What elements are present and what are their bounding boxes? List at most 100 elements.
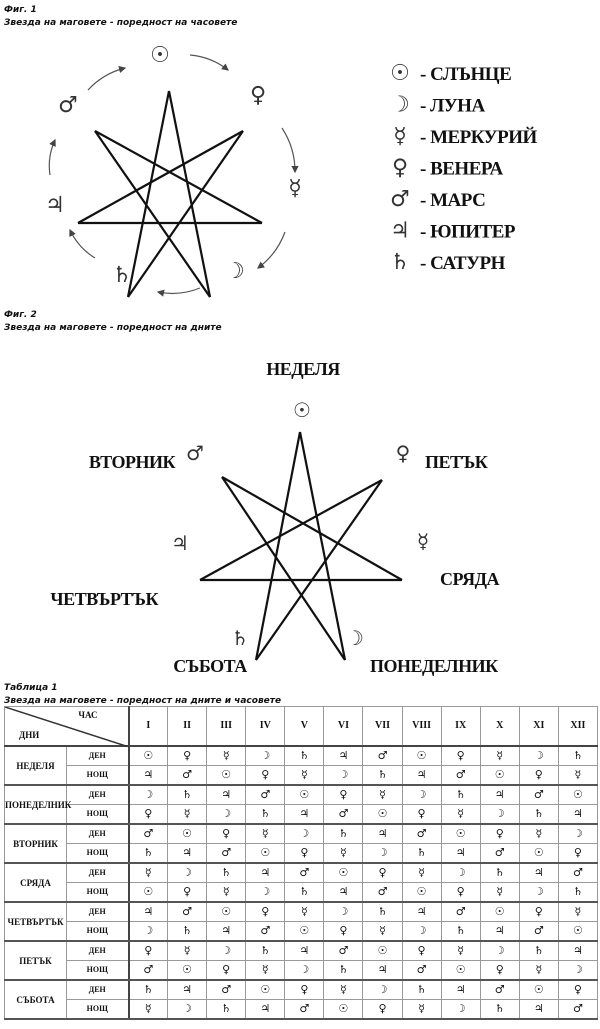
planet-hour-cell: ♂ xyxy=(127,823,169,844)
planet-hour-cell: ♄ xyxy=(557,882,599,903)
planet-hour-cell: ♃ xyxy=(167,843,208,864)
planet-hour-cell: ☉ xyxy=(362,940,403,961)
table-row: НОЩ♂☉♀☿☽♄♃♂☉♀☿☽ xyxy=(5,960,599,981)
planet-hour-cell: ♃ xyxy=(557,804,599,825)
hour-header: V xyxy=(284,706,325,747)
day-planet-icon: ☽ xyxy=(346,626,364,650)
planet-hour-cell: ♃ xyxy=(245,999,286,1020)
planet-hour-cell: ♂ xyxy=(362,745,403,766)
planet-hour-cell: ☉ xyxy=(557,921,599,942)
planet-hour-cell: ♄ xyxy=(284,745,325,766)
table-row: НОЩ☉♀☿☽♄♃♂☉♀☿☽♄ xyxy=(5,882,599,903)
planet-hour-cell: ♃ xyxy=(127,765,169,786)
planet-hour-cell: ☽ xyxy=(284,823,325,844)
planet-symbol-icon: ☉ xyxy=(150,43,170,68)
planet-hour-cell: ♃ xyxy=(557,940,599,961)
day-planet-icon: ♄ xyxy=(231,626,249,650)
day-label-cell: ДЕН xyxy=(66,862,130,883)
table-row: НОЩ♀☿☽♄♃♂☉♀☿☽♄♃ xyxy=(5,804,599,825)
planet-hour-cell: ☉ xyxy=(479,765,520,786)
planet-hour-cell: ☉ xyxy=(167,960,208,981)
planet-hour-cell: ☽ xyxy=(245,882,286,903)
planet-hour-cell: ☉ xyxy=(284,784,325,805)
star-line xyxy=(221,476,346,661)
planet-hour-cell: ♂ xyxy=(284,999,325,1020)
planet-hour-cell: ☿ xyxy=(206,882,247,903)
planet-hour-cell: ♄ xyxy=(440,921,481,942)
planet-hour-cell: ♂ xyxy=(206,979,247,1000)
hour-header: XI xyxy=(518,706,559,747)
planet-symbol-icon: ♀ xyxy=(250,83,266,108)
legend-planet-name: - САТУРН xyxy=(420,253,506,274)
planet-hour-cell: ☿ xyxy=(284,901,325,922)
ring-arrow xyxy=(189,54,229,71)
table-label: Таблица 1 xyxy=(4,683,58,693)
day-name-cell: ПОНЕДЕЛНИК xyxy=(4,784,71,825)
hour-header: VI xyxy=(323,706,364,747)
planet-hour-cell: ☽ xyxy=(127,921,169,942)
planet-hour-cell: ♂ xyxy=(518,921,559,942)
planet-hour-cell: ☉ xyxy=(245,843,286,864)
planet-hour-cell: ☉ xyxy=(557,784,599,805)
planet-hour-cell: ☿ xyxy=(167,804,208,825)
planet-hour-cell: ♂ xyxy=(401,823,442,844)
planet-hour-cell: ♀ xyxy=(323,921,364,942)
legend-planet-name: - ВЕНЕРА xyxy=(420,159,504,180)
hour-header: XII xyxy=(557,706,599,747)
planet-hour-cell: ☿ xyxy=(167,940,208,961)
planet-hour-cell: ♀ xyxy=(284,843,325,864)
planet-hour-cell: ♃ xyxy=(440,843,481,864)
day-name-cell: ПЕТЪК xyxy=(4,940,67,981)
legend-planet-icon: ☽ xyxy=(390,93,410,118)
planet-hour-cell: ☿ xyxy=(284,765,325,786)
planet-hour-cell: ☿ xyxy=(518,960,559,981)
planet-hour-cell: ☽ xyxy=(127,784,169,805)
planet-hour-cell: ☉ xyxy=(518,979,559,1000)
planet-hour-cell: ♂ xyxy=(479,979,520,1000)
planet-hour-cell: ☿ xyxy=(479,882,520,903)
planet-hour-cell: ☿ xyxy=(245,960,286,981)
planet-hour-cell: ☿ xyxy=(362,784,403,805)
legend-planet-icon: ♂ xyxy=(390,187,410,212)
planet-hour-cell: ☿ xyxy=(479,745,520,766)
legend-planet-name: - МАРС xyxy=(420,190,485,211)
planet-hour-cell: ♂ xyxy=(401,960,442,981)
hour-header: IV xyxy=(245,706,286,747)
planet-hour-cell: ♂ xyxy=(323,940,364,961)
planet-hour-cell: ☽ xyxy=(362,843,403,864)
day-label-cell: ДЕН xyxy=(66,901,130,922)
fig2-title: Звезда на маговете - поредност на дните xyxy=(4,323,222,333)
planet-hour-cell: ☉ xyxy=(323,862,364,883)
planet-hour-cell: ☿ xyxy=(362,921,403,942)
planet-hour-cell: ☿ xyxy=(323,979,364,1000)
planet-hour-cell: ♂ xyxy=(557,999,599,1020)
planet-hour-cell: ♄ xyxy=(323,823,364,844)
planet-hour-cell: ♃ xyxy=(323,745,364,766)
planet-hour-cell: ☽ xyxy=(167,999,208,1020)
planet-hour-cell: ♀ xyxy=(401,940,442,961)
planet-hour-cell: ♄ xyxy=(323,960,364,981)
planet-symbol-icon: ♄ xyxy=(112,263,132,288)
planet-hour-cell: ☿ xyxy=(323,843,364,864)
hour-header: VIII xyxy=(401,706,442,747)
planet-hour-cell: ♃ xyxy=(440,979,481,1000)
planet-hour-cell: ♂ xyxy=(245,921,286,942)
ring-arrow xyxy=(257,231,286,269)
legend-planet-icon: ♄ xyxy=(390,250,410,275)
day-name-cell: ЧЕТВЪРТЪК xyxy=(4,901,67,942)
star-line xyxy=(298,431,347,661)
planet-hour-cell: ☉ xyxy=(479,901,520,922)
planet-hour-cell: ♀ xyxy=(401,804,442,825)
planet-hour-cell: ♄ xyxy=(127,979,169,1000)
night-label-cell: НОЩ xyxy=(66,882,130,903)
corner-hour-label: ЧАС xyxy=(78,710,98,720)
day-label-cell: ДЕН xyxy=(66,745,130,766)
legend-planet-name: - ЮПИТЕР xyxy=(420,222,516,243)
night-label-cell: НОЩ xyxy=(66,921,130,942)
day-name-cell: СЪБОТА xyxy=(4,979,67,1020)
planet-hour-cell: ♀ xyxy=(284,979,325,1000)
planet-hour-cell: ♃ xyxy=(284,804,325,825)
